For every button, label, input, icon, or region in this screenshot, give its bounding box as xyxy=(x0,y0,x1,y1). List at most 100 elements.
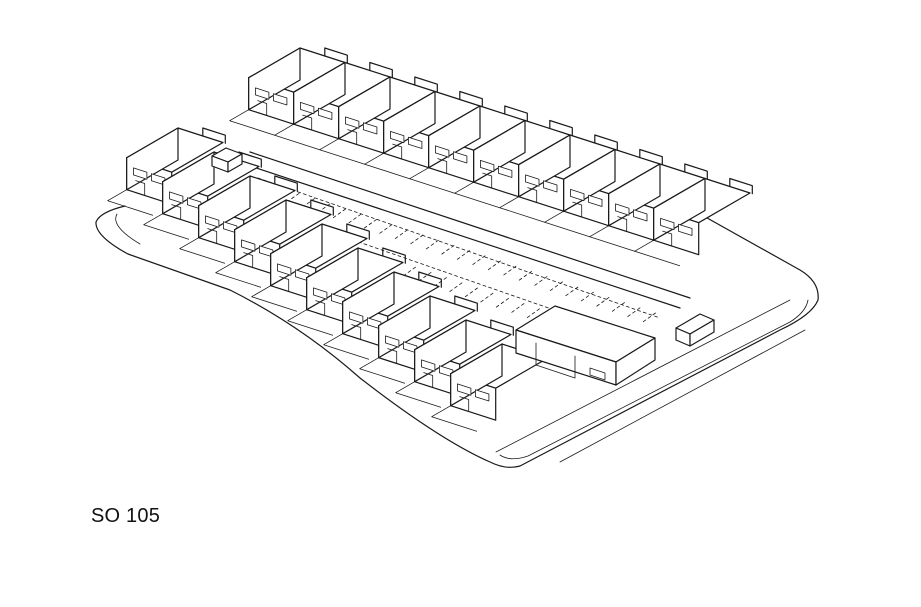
drawing-caption: SO 105 xyxy=(91,505,161,527)
parking-stall xyxy=(579,291,594,303)
house-unit xyxy=(359,295,478,384)
roof-step xyxy=(639,148,663,166)
yard-wall xyxy=(395,381,442,408)
window xyxy=(543,180,558,193)
window xyxy=(272,93,288,106)
yard-wall xyxy=(143,213,190,240)
roof-step xyxy=(454,295,478,312)
parking-stall xyxy=(455,250,470,262)
roof-step xyxy=(202,127,226,144)
yard-wall xyxy=(544,210,591,238)
window xyxy=(317,107,333,120)
door xyxy=(315,300,326,316)
roof-step xyxy=(459,90,483,108)
gate-element xyxy=(211,147,243,173)
parking-stall xyxy=(641,312,656,324)
door xyxy=(351,324,362,340)
yard-wall xyxy=(229,109,276,136)
window xyxy=(344,116,360,129)
roof-step xyxy=(382,247,406,264)
yard-wall xyxy=(274,123,321,151)
window xyxy=(407,136,423,149)
window xyxy=(588,194,603,207)
window xyxy=(299,102,315,115)
window xyxy=(452,151,468,164)
window xyxy=(389,130,405,144)
door xyxy=(207,228,218,244)
roof-step xyxy=(274,175,298,192)
parking-stall xyxy=(509,303,525,315)
window xyxy=(633,209,648,222)
sidewalk-line xyxy=(495,299,791,453)
window xyxy=(312,287,328,300)
parking-stall xyxy=(494,297,509,309)
window xyxy=(362,122,378,135)
roof-step xyxy=(418,271,442,288)
door xyxy=(171,204,182,220)
parking-stall xyxy=(346,213,362,225)
parking-stall xyxy=(408,234,424,246)
yard-wall xyxy=(179,237,226,264)
stall-line xyxy=(329,231,561,313)
window xyxy=(456,383,472,396)
door xyxy=(347,129,358,145)
parking-stall xyxy=(393,229,408,241)
yard-wall xyxy=(454,181,501,209)
yard-wall xyxy=(431,405,478,432)
parking-stall xyxy=(501,265,517,277)
door xyxy=(302,114,313,131)
door xyxy=(572,201,583,218)
door xyxy=(387,348,398,364)
parking-stall xyxy=(563,286,579,298)
parking-stall xyxy=(463,287,478,299)
house-unit xyxy=(251,223,370,312)
parking-stall xyxy=(517,270,532,282)
window xyxy=(276,263,292,276)
house-unit xyxy=(364,90,483,180)
kiosk-building xyxy=(675,313,715,347)
house-unit xyxy=(409,105,528,194)
end-building xyxy=(515,305,656,386)
door xyxy=(279,276,290,292)
yard-wall xyxy=(323,333,370,360)
window xyxy=(525,174,540,187)
roof-step xyxy=(594,134,618,151)
window xyxy=(132,167,148,180)
roof-step xyxy=(549,119,573,137)
window xyxy=(204,215,220,228)
door xyxy=(617,216,628,232)
roof-step xyxy=(684,163,708,180)
window xyxy=(348,311,364,324)
window xyxy=(434,145,450,158)
road-edge xyxy=(237,161,681,309)
yard-wall xyxy=(364,152,411,180)
north-terrace-row xyxy=(229,47,753,267)
roof-step xyxy=(729,177,753,195)
roof-step xyxy=(310,199,334,216)
window xyxy=(678,223,693,236)
roof-step xyxy=(369,61,393,79)
door xyxy=(459,396,470,412)
house-unit xyxy=(107,127,226,216)
south-terrace-row xyxy=(107,127,550,432)
parking-stall xyxy=(447,282,463,294)
yard-wall xyxy=(634,239,681,267)
site-outline xyxy=(95,205,819,468)
parking-stall xyxy=(424,239,439,251)
house-unit xyxy=(179,175,298,264)
parking-stall xyxy=(532,276,548,288)
yard-wall xyxy=(409,167,456,194)
door xyxy=(437,158,448,174)
parking-stall xyxy=(439,244,455,256)
parking-stall xyxy=(594,296,610,308)
road-edge xyxy=(249,151,691,299)
site-inner-curb xyxy=(115,213,809,460)
parking-stall xyxy=(362,218,377,230)
yard-wall xyxy=(251,285,298,312)
house-unit xyxy=(287,247,406,336)
door xyxy=(135,180,146,196)
yard-wall xyxy=(589,225,636,252)
stall-line xyxy=(257,177,661,319)
window xyxy=(168,191,184,204)
